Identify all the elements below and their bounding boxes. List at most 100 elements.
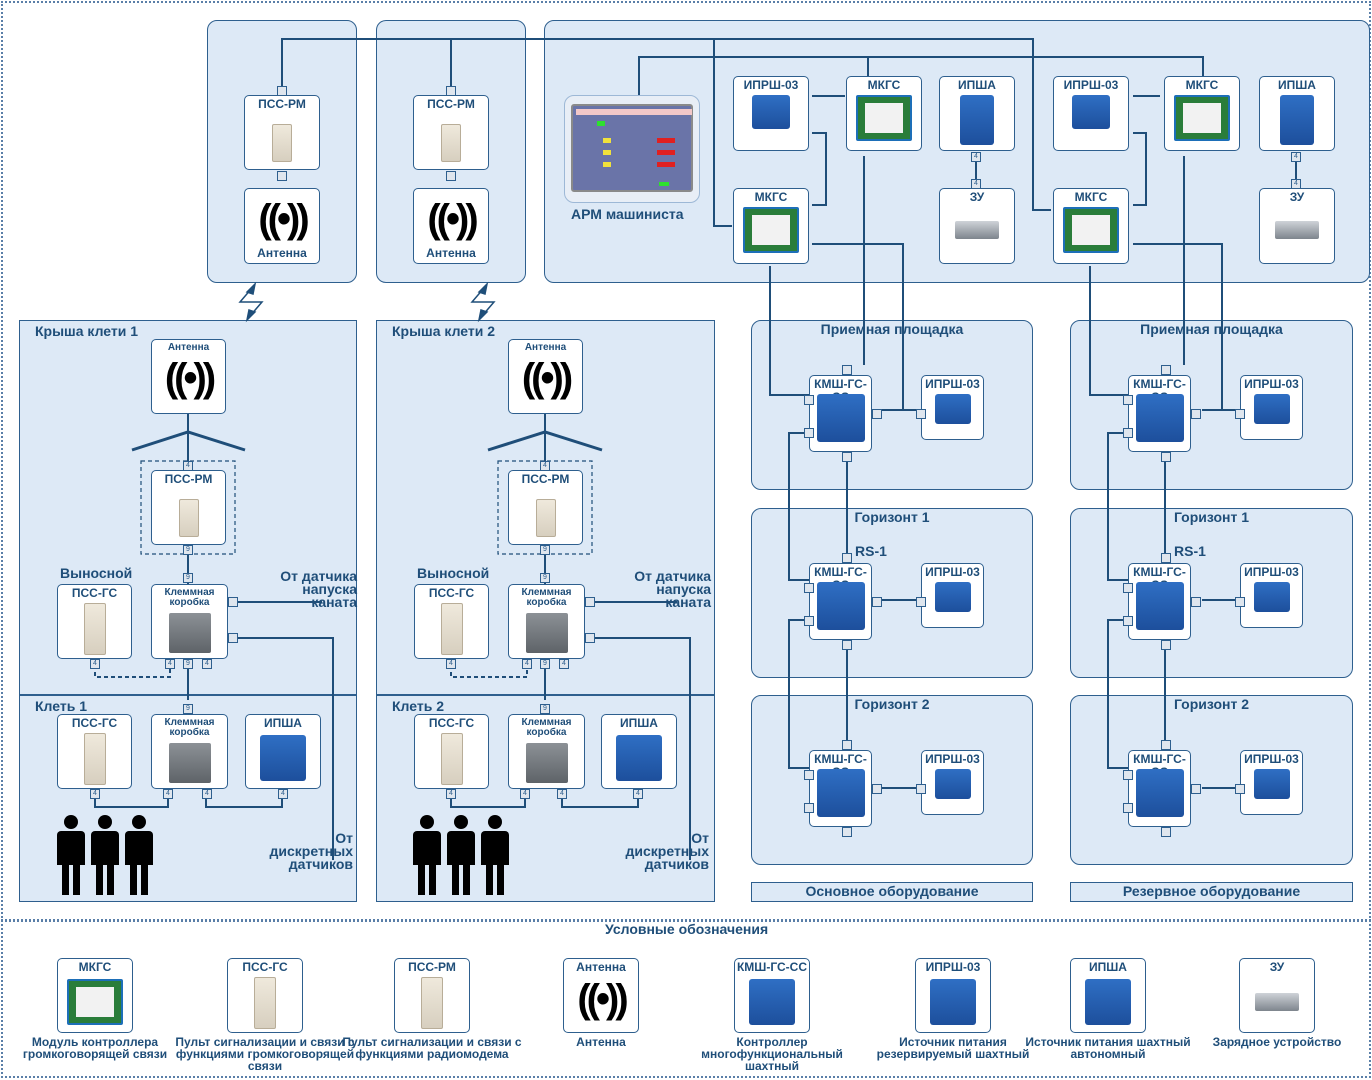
iprsh-psu[interactable]: ИПРШ-03 xyxy=(1240,375,1303,440)
level-title: Горизонт 2 xyxy=(1173,696,1250,712)
pss-rm-device-icon xyxy=(178,499,199,537)
terminal-box-icon xyxy=(168,743,211,783)
person-icon xyxy=(125,815,153,895)
kmsh-controller[interactable]: КМШ-ГС-СС xyxy=(809,750,872,827)
kmsh-controller[interactable]: КМШ-ГС-СС xyxy=(809,375,872,452)
ipsha-reserve[interactable]: ИПША xyxy=(1259,76,1335,151)
pss-gs-remote-1[interactable]: ПСС-ГС xyxy=(57,584,132,659)
kmsh-controller[interactable]: КМШ-ГС-СС xyxy=(809,563,872,640)
antenna-cage-2[interactable]: Антенна ((•)) xyxy=(508,339,583,414)
arm-workstation[interactable] xyxy=(564,95,700,203)
mkgs-module-icon xyxy=(856,95,912,141)
pss-gs-panel-icon xyxy=(83,603,106,655)
ipsha-battery-icon xyxy=(1085,979,1131,1025)
from-rope-sensor-2: От датчика напуска каната xyxy=(634,568,711,610)
pss-gs-remote-2[interactable]: ПСС-ГС xyxy=(414,584,489,659)
person-icon xyxy=(91,815,119,895)
port xyxy=(1191,784,1201,794)
legend-caption: Контроллер многофункциональный шахтный xyxy=(701,1035,843,1073)
iprsh-main-top[interactable]: ИПРШ-03 xyxy=(733,76,809,151)
terminal-box-roof-1[interactable]: Клеммная коробка xyxy=(151,584,228,659)
iprsh-psu[interactable]: ИПРШ-03 xyxy=(921,375,984,440)
mkgs-main-top[interactable]: МКГС xyxy=(846,76,922,151)
pss-gs-cage-1[interactable]: ПСС-ГС xyxy=(57,714,132,789)
ipsha-cage-1[interactable]: ИПША xyxy=(245,714,321,789)
terminal-box-cage-1[interactable]: Клеммная коробка xyxy=(151,714,228,789)
terminal-box-cage-2[interactable]: Клеммная коробка xyxy=(508,714,585,789)
mkgs-module-icon xyxy=(1063,207,1119,253)
level-zone-main-2 xyxy=(751,695,1033,865)
port xyxy=(1123,395,1133,405)
port xyxy=(1235,784,1245,794)
footer-main-label: Основное оборудование xyxy=(805,883,979,899)
mkgs-main-bottom[interactable]: МКГС xyxy=(733,188,809,264)
legend-item-pss-gs-panel: ПСС-ГС xyxy=(227,958,303,1033)
mkgs-module-icon xyxy=(1174,95,1230,141)
port xyxy=(1123,428,1133,438)
from-discrete-2: От дискретных датчиков xyxy=(625,830,710,872)
port xyxy=(1123,770,1133,780)
pss-rm-surface-1[interactable]: ПСС-РМ xyxy=(244,95,320,170)
kmsh-controller-icon xyxy=(816,394,865,442)
cage-title-2: Клеть 2 xyxy=(392,698,444,714)
people-icon-group-2 xyxy=(413,815,509,895)
iprsh-reserve-top[interactable]: ИПРШ-03 xyxy=(1053,76,1129,151)
antenna-cage-1[interactable]: Антенна ((•)) xyxy=(151,339,226,414)
iprsh-psu-icon xyxy=(1253,769,1290,799)
port-zu: 4 xyxy=(1291,179,1301,189)
port xyxy=(1161,553,1171,563)
iprsh-psu-icon xyxy=(1253,394,1290,424)
pss-rm-cage-2[interactable]: ПСС-РМ xyxy=(508,470,583,545)
legend-frame xyxy=(1,920,1371,1078)
port xyxy=(585,597,595,607)
mkgs-reserve-top[interactable]: МКГС xyxy=(1164,76,1240,151)
rs-label: RS-1 xyxy=(1174,543,1206,559)
legend-caption: Пульт сигнализации и связи с функциями р… xyxy=(342,1035,522,1061)
iprsh-psu[interactable]: ИПРШ-03 xyxy=(921,563,984,628)
port: 9 xyxy=(540,573,550,583)
kmsh-controller[interactable]: КМШ-ГС-СС xyxy=(1128,375,1191,452)
port: 4 xyxy=(278,789,288,799)
legend-caption: Пульт сигнализации и связи с функциями г… xyxy=(175,1035,355,1073)
port: 9 xyxy=(183,573,193,583)
legend-item-kmsh-controller: КМШ-ГС-СС xyxy=(734,958,810,1033)
ipsha-battery-icon xyxy=(1280,95,1314,145)
iprsh-psu-icon xyxy=(1072,95,1110,129)
iprsh-psu[interactable]: ИПРШ-03 xyxy=(921,750,984,815)
port xyxy=(842,827,852,837)
pss-rm-cage-1[interactable]: ПСС-РМ xyxy=(151,470,226,545)
ipsha-cage-2[interactable]: ИПША xyxy=(601,714,677,789)
kmsh-controller[interactable]: КМШ-ГС-СС xyxy=(1128,563,1191,640)
ipsha-main[interactable]: ИПША xyxy=(939,76,1015,151)
pss-gs-panel-icon xyxy=(254,977,276,1029)
mkgs-reserve-bottom[interactable]: МКГС xyxy=(1053,188,1129,264)
pss-gs-cage-2[interactable]: ПСС-ГС xyxy=(414,714,489,789)
iprsh-psu[interactable]: ИПРШ-03 xyxy=(1240,750,1303,815)
port: 9 xyxy=(540,704,550,714)
level-zone-main-1 xyxy=(751,508,1033,678)
pss-rm-surface-2[interactable]: ПСС-РМ xyxy=(413,95,489,170)
port xyxy=(804,395,814,405)
roof-title-2: Крыша клети 2 xyxy=(392,323,496,339)
iprsh-psu-icon xyxy=(934,394,971,424)
terminal-box-roof-2[interactable]: Клеммная коробка xyxy=(508,584,585,659)
charger-main[interactable]: ЗУ xyxy=(939,188,1015,264)
port xyxy=(277,86,287,96)
footer-reserve-label: Резервное оборудование xyxy=(1122,883,1301,899)
port xyxy=(1123,616,1133,626)
mkgs-module-icon xyxy=(743,207,799,253)
pss-rm-device-icon xyxy=(272,124,292,162)
antenna-surface-1[interactable]: ((•)) Антенна xyxy=(244,188,320,264)
from-rope-sensor-1: От датчика напуска каната xyxy=(280,568,357,610)
arm-screen xyxy=(571,104,693,192)
antenna-surface-2[interactable]: ((•)) Антенна xyxy=(413,188,489,264)
iprsh-psu[interactable]: ИПРШ-03 xyxy=(1240,563,1303,628)
level-title: Горизонт 1 xyxy=(1173,509,1250,525)
port: 9 xyxy=(540,659,550,669)
port: 4 xyxy=(522,659,532,669)
port xyxy=(804,803,814,813)
port xyxy=(916,784,926,794)
port xyxy=(842,365,852,375)
kmsh-controller[interactable]: КМШ-ГС-СС xyxy=(1128,750,1191,827)
charger-reserve[interactable]: ЗУ xyxy=(1259,188,1335,264)
